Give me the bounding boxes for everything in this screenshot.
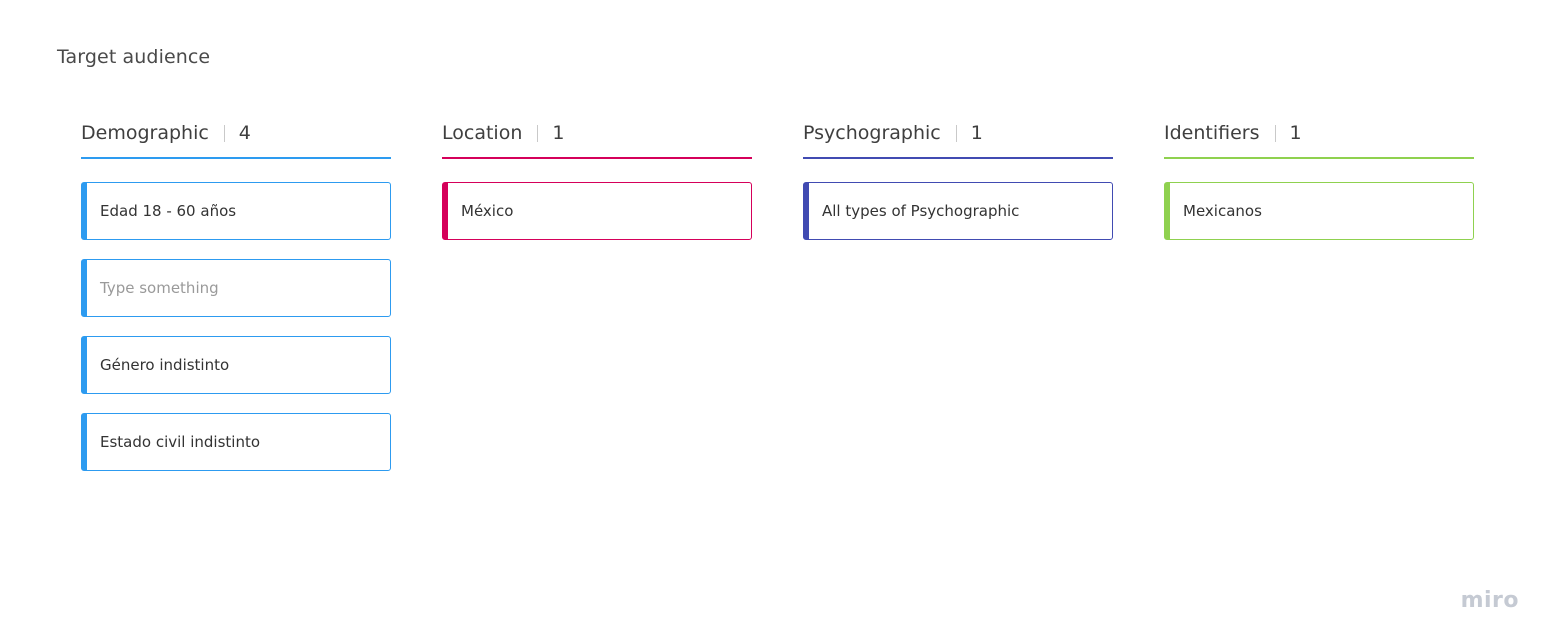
column-identifiers: Identifiers 1 Mexicanos: [1164, 109, 1474, 259]
column-count: 1: [552, 122, 565, 144]
column-underline: [442, 157, 752, 159]
column-header[interactable]: Demographic 4: [81, 109, 391, 157]
miro-logo[interactable]: miro: [1460, 588, 1519, 613]
column-title: Location: [442, 122, 523, 144]
column-underline: [81, 157, 391, 159]
card-list: All types of Psychographic: [803, 182, 1113, 240]
audience-card[interactable]: México: [442, 182, 752, 240]
header-divider: [537, 124, 539, 142]
card-list: México: [442, 182, 752, 240]
header-divider: [955, 124, 957, 142]
column-count: 1: [970, 122, 983, 144]
audience-card[interactable]: Mexicanos: [1164, 182, 1474, 240]
column-count: 1: [1289, 122, 1302, 144]
card-list: Mexicanos: [1164, 182, 1474, 240]
column-psychographic: Psychographic 1 All types of Psychograph…: [803, 109, 1113, 259]
header-divider: [1274, 124, 1276, 142]
column-underline: [803, 157, 1113, 159]
column-header[interactable]: Psychographic 1: [803, 109, 1113, 157]
column-title: Identifiers: [1164, 122, 1260, 144]
column-count: 4: [238, 122, 251, 144]
header-divider: [223, 124, 225, 142]
audience-card[interactable]: Estado civil indistinto: [81, 413, 391, 471]
column-header[interactable]: Identifiers 1: [1164, 109, 1474, 157]
column-underline: [1164, 157, 1474, 159]
column-title: Psychographic: [803, 122, 941, 144]
column-title: Demographic: [81, 122, 209, 144]
column-location: Location 1 México: [442, 109, 752, 259]
audience-card[interactable]: Género indistinto: [81, 336, 391, 394]
audience-card[interactable]: Edad 18 - 60 años: [81, 182, 391, 240]
audience-card-input[interactable]: Type something: [81, 259, 391, 317]
column-header[interactable]: Location 1: [442, 109, 752, 157]
board-title: Target audience: [57, 46, 211, 68]
card-list: Edad 18 - 60 años Type something Género …: [81, 182, 391, 471]
audience-card[interactable]: All types of Psychographic: [803, 182, 1113, 240]
column-demographic: Demographic 4 Edad 18 - 60 años Type som…: [81, 109, 391, 490]
